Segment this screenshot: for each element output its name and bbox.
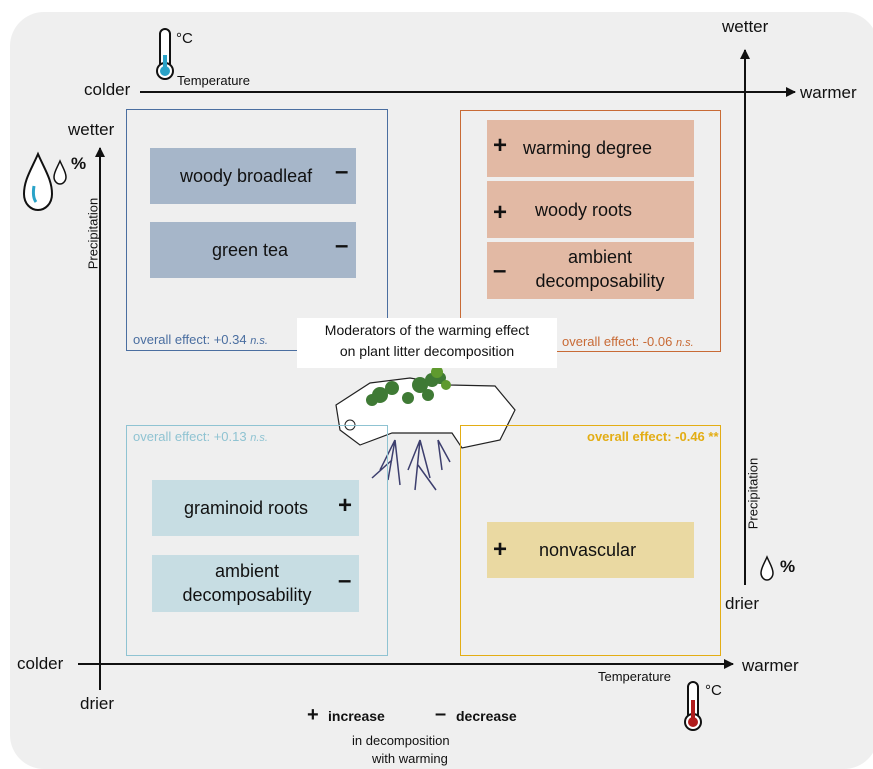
center-title-line1: Moderators of the warming effect — [324, 322, 530, 338]
sign-plus: + — [493, 132, 508, 159]
effect-top-right: overall effect: -0.06 n.s. — [562, 334, 694, 349]
celsius-unit-top: °C — [176, 30, 193, 47]
thermometer-warm-icon — [684, 681, 702, 731]
celsius-unit-bottom: °C — [705, 682, 722, 699]
top-axis-warmer: warmer — [800, 83, 857, 102]
top-axis-colder: colder — [84, 80, 131, 99]
center-title-line2: on plant litter decomposition — [339, 343, 515, 359]
chip-ambient-decomposability: ambient decomposability – — [152, 555, 359, 612]
bottom-axis-warmer: warmer — [742, 656, 799, 675]
legend-minus-symbol: – — [435, 703, 447, 725]
legend-increase-label: increase — [328, 708, 385, 724]
sign-minus: – — [338, 567, 352, 594]
chip-green-tea: green tea – — [150, 222, 356, 278]
chip-label: graminoid roots — [184, 497, 309, 518]
chip-label-line2: decomposability — [182, 585, 312, 605]
effect-bottom-left: overall effect: +0.13 n.s. — [133, 429, 268, 444]
sign-plus: + — [493, 199, 508, 226]
percent-unit-left: % — [71, 154, 87, 173]
quadrant-bottom-left — [126, 425, 388, 656]
chip-woody-roots: + woody roots — [487, 181, 694, 238]
chip-woody-broadleaf: woody broadleaf – — [150, 148, 356, 204]
chip-label: woody broadleaf — [180, 165, 313, 186]
quadrant-top-right — [460, 110, 721, 352]
center-title: Moderators of the warming effect on plan… — [297, 318, 557, 368]
sign-minus: – — [335, 232, 349, 259]
sign-plus: + — [493, 536, 508, 563]
thermometer-cold-icon — [156, 28, 174, 80]
plant-litterbag-illustration — [335, 366, 516, 491]
chip-label-line1: ambient — [214, 561, 280, 581]
chip-ambient-decomposability: – ambient decomposability — [487, 242, 694, 299]
bottom-axis-colder: colder — [17, 654, 64, 673]
left-axis-wetter: wetter — [68, 120, 115, 139]
chip-label: nonvascular — [539, 539, 637, 560]
legend-line2: with warming — [372, 751, 448, 766]
chip-label-line1: ambient — [567, 247, 633, 267]
water-drop-dry-icon — [760, 555, 774, 581]
legend-plus-symbol: + — [307, 704, 319, 726]
water-drop-large-icon — [22, 151, 54, 212]
sign-plus: + — [338, 492, 353, 519]
top-axis-temperature-label: Temperature — [177, 73, 250, 88]
sign-minus: – — [335, 158, 349, 185]
chip-label: woody roots — [535, 200, 633, 220]
effect-bottom-right: overall effect: -0.46 ** — [587, 429, 719, 444]
bottom-axis-temperature-label: Temperature — [598, 669, 671, 684]
right-axis-wetter: wetter — [722, 17, 769, 36]
chip-label: warming degree — [523, 138, 653, 158]
chip-graminoid-roots: graminoid roots + — [152, 480, 359, 536]
chip-label: green tea — [212, 239, 289, 260]
water-drop-small-icon — [53, 159, 67, 185]
chip-nonvascular: + nonvascular — [487, 522, 694, 578]
chip-warming-degree: + warming degree — [487, 120, 694, 177]
left-axis-precipitation-label: Precipitation — [85, 197, 101, 270]
percent-unit-right: % — [780, 557, 796, 576]
effect-top-left: overall effect: +0.34 n.s. — [133, 332, 268, 347]
quadrant-bottom-right — [460, 425, 721, 656]
quadrant-top-left — [126, 109, 388, 351]
sign-minus: – — [493, 257, 507, 284]
legend-decrease-label: decrease — [456, 708, 517, 724]
left-axis-drier: drier — [80, 694, 115, 713]
legend-line1: in decomposition — [352, 733, 450, 748]
right-axis-drier: drier — [725, 594, 760, 613]
chip-label-line2: decomposability — [535, 271, 665, 291]
right-axis-precipitation-label: Precipitation — [745, 457, 761, 530]
